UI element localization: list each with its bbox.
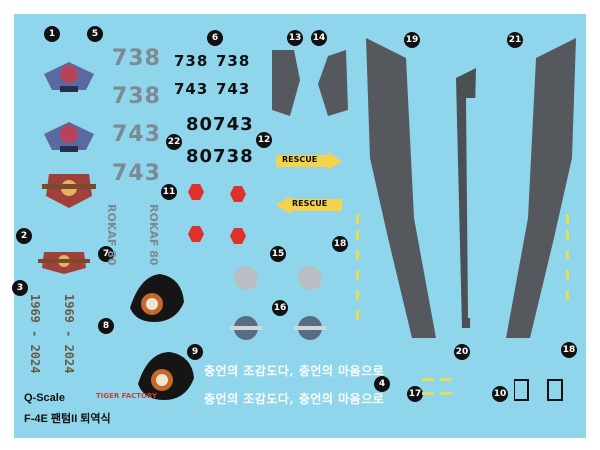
maker-logo: TIGER FACTORY xyxy=(96,392,158,400)
emblem-1 xyxy=(44,62,94,92)
slogan-text: 충언의 조감도다, 충언의 마음으로 xyxy=(204,364,385,378)
yellow-stripe xyxy=(356,214,359,224)
squadron-emblems xyxy=(42,62,96,208)
brand-name: Q-Scale xyxy=(24,392,65,404)
rescue-arrow-left: RESCUE xyxy=(276,196,342,218)
yellow-stripe xyxy=(566,290,569,300)
intake-panels xyxy=(272,50,348,116)
rescue-label: RESCUE xyxy=(282,155,318,164)
marker-14: 14 xyxy=(311,30,327,46)
yellow-stripe xyxy=(356,230,359,240)
yellow-stripe xyxy=(566,270,569,280)
marker-18b: 18 xyxy=(561,342,577,358)
yellow-dashes xyxy=(422,378,452,395)
yellow-stripe xyxy=(356,270,359,280)
marker-9: 9 xyxy=(187,344,203,360)
numeral-738-gray: 738 xyxy=(112,46,161,71)
marker-4: 4 xyxy=(374,376,390,392)
marker-16: 16 xyxy=(272,300,288,316)
marker-6: 6 xyxy=(207,30,223,46)
marker-20: 20 xyxy=(454,344,470,360)
serial-number: 80738 xyxy=(186,146,254,167)
serial-number: 80743 xyxy=(186,114,254,135)
numeral-743-black: 743 xyxy=(174,80,209,98)
slogan-text: 충언의 조감도다, 충언의 마음으로 xyxy=(204,392,385,406)
emblem-small xyxy=(38,252,90,274)
rokaf-label: ROKAF 80 xyxy=(147,204,160,266)
marker-13: 13 xyxy=(287,30,303,46)
marker-15: 15 xyxy=(270,246,286,262)
marker-1: 1 xyxy=(44,26,60,42)
red-insignia xyxy=(188,184,246,244)
numeral-738-gray: 738 xyxy=(112,84,161,109)
marker-5: 5 xyxy=(87,26,103,42)
decal-sheet: 1 2 3 4 5 6 7 8 9 10 11 12 13 14 15 16 1… xyxy=(12,14,586,438)
marker-8: 8 xyxy=(98,318,114,334)
marker-19: 19 xyxy=(404,32,420,48)
yellow-stripe xyxy=(566,214,569,224)
marker-2: 2 xyxy=(16,228,32,244)
marker-7: 7 xyxy=(98,246,114,262)
marker-3: 3 xyxy=(12,280,28,296)
numeral-743-gray: 743 xyxy=(112,122,161,147)
lion-emblem xyxy=(138,352,194,400)
rescue-label: RESCUE xyxy=(292,199,328,208)
rokaf-label: ROKAF 80 xyxy=(105,204,118,266)
bracket-marks xyxy=(514,379,563,401)
yellow-stripe xyxy=(356,250,359,260)
yellow-stripe xyxy=(356,290,359,300)
marker-21: 21 xyxy=(507,32,523,48)
years-label: 1969 - 2024 xyxy=(28,294,42,374)
emblem-2 xyxy=(44,122,94,152)
marker-12: 12 xyxy=(256,132,272,148)
emblem-3 xyxy=(42,174,96,208)
marker-17: 17 xyxy=(407,386,423,402)
marker-22: 22 xyxy=(166,134,182,150)
numeral-743-gray: 743 xyxy=(112,161,161,186)
numeral-738-black: 738 xyxy=(174,52,209,70)
yellow-stripe xyxy=(566,250,569,260)
numeral-743-black: 743 xyxy=(216,80,251,98)
marker-11: 11 xyxy=(161,184,177,200)
round-markings xyxy=(230,266,326,340)
yellow-stripe xyxy=(566,230,569,240)
numeral-738-black: 738 xyxy=(216,52,251,70)
marker-18a: 18 xyxy=(332,236,348,252)
rescue-arrow-right: RESCUE xyxy=(276,152,342,174)
lion-emblem xyxy=(130,274,184,322)
marker-10: 10 xyxy=(492,386,508,402)
walkway-outline xyxy=(366,38,576,338)
years-label: 1969 - 2024 xyxy=(62,294,76,374)
product-name: F-4E 팬텀II 퇴역식 xyxy=(24,413,111,425)
yellow-stripe xyxy=(356,310,359,320)
